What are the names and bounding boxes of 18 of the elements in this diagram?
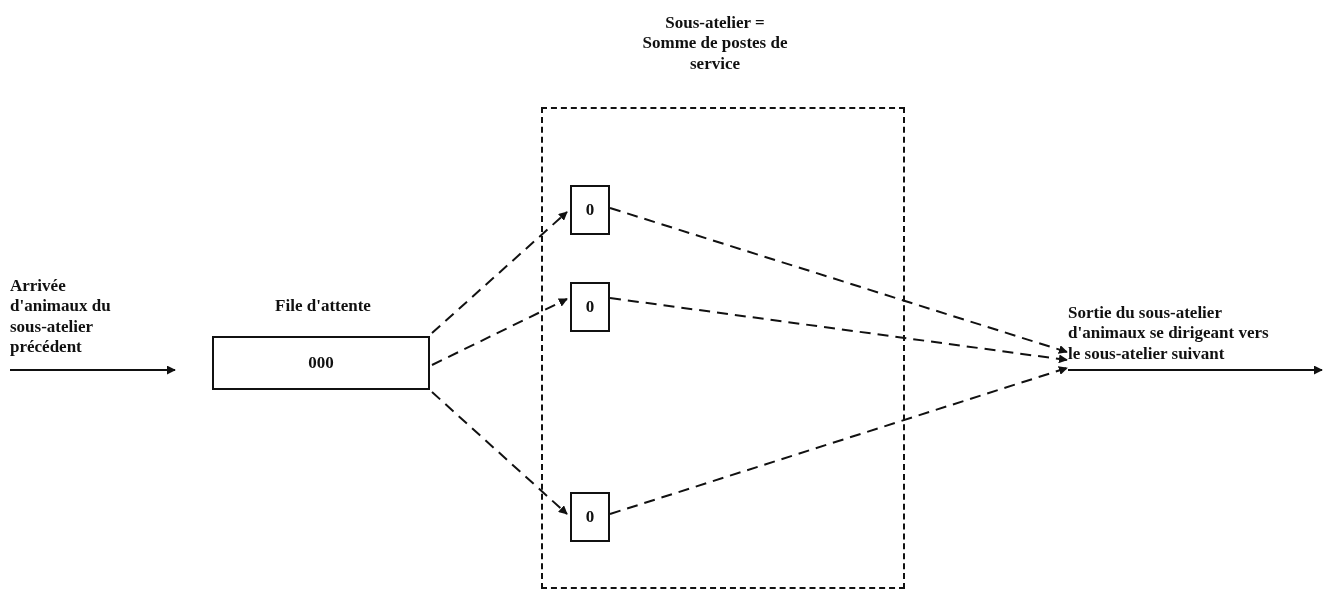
service-station-box	[570, 282, 610, 332]
dashed-arrow	[609, 366, 1068, 515]
exit-text: Sortie du sous-atelier d'animaux se dirigeant vers le sous-atelier suivant	[1068, 290, 1273, 370]
heading: Sous-atelier = Somme de postes de service	[641, 13, 789, 75]
arrow	[1067, 365, 1323, 375]
dashed-arrow	[431, 211, 568, 334]
service-station-box	[570, 492, 610, 542]
dashed-arrow	[609, 297, 1068, 364]
node-label: 0	[585, 297, 595, 317]
dashed-arrow	[609, 207, 1068, 354]
service-station-box	[570, 185, 610, 235]
dashed-arrow	[431, 391, 568, 515]
heading: File d'attente	[274, 296, 372, 317]
arrow	[9, 365, 176, 375]
node-label: 0	[585, 200, 595, 220]
node-label: 000	[308, 353, 334, 373]
dashed-arrow	[431, 298, 568, 366]
node-label: 0	[585, 507, 595, 527]
